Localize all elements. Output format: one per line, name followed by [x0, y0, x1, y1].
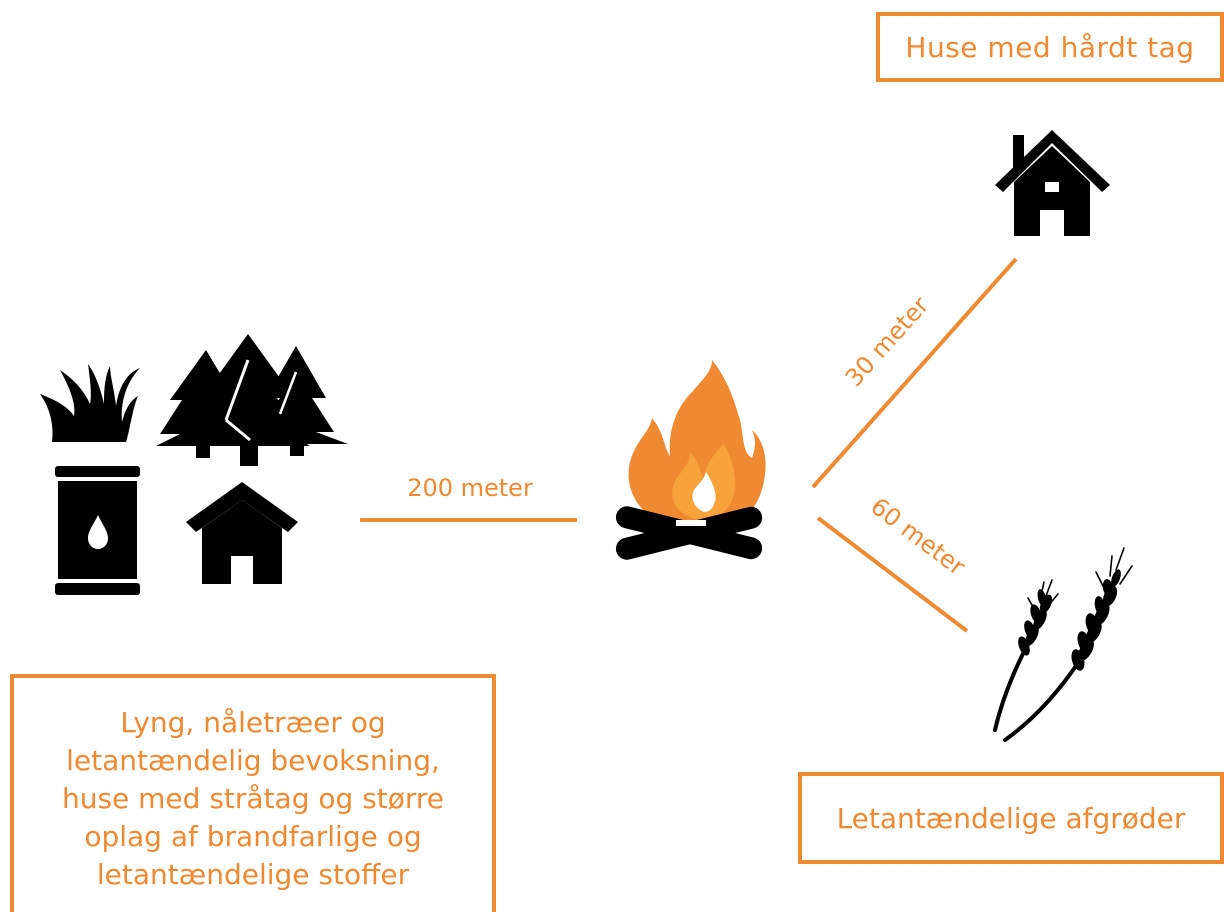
grass-icon — [40, 364, 140, 442]
wheat-ear-left — [1018, 589, 1053, 656]
house-body — [1014, 146, 1090, 236]
label-line: letantændelig bevoksning, — [66, 744, 440, 777]
label-box-flammable-crops: Letantændelige afgrøder — [798, 772, 1224, 864]
house-icon — [186, 482, 298, 584]
flame-core — [692, 472, 716, 512]
trunk-right — [290, 444, 304, 456]
pine-trees-icon — [156, 334, 348, 466]
oil-barrel-icon — [55, 466, 140, 595]
label-line: letantændelige stoffer — [96, 858, 410, 891]
label-flammable-crops: Letantændelige afgrøder — [836, 801, 1186, 835]
label-hard-roof: Huse med hårdt tag — [905, 30, 1195, 64]
label-box-hard-roof: Huse med hårdt tag — [876, 12, 1224, 82]
house-with-chimney-icon — [995, 130, 1110, 236]
label-flammable-vegetation: Lyng, nåletræer og letantændelig bevoksn… — [62, 704, 444, 894]
wheat-stem-right — [1003, 658, 1082, 742]
label-box-flammable-vegetation: Lyng, nåletræer og letantændelig bevoksn… — [10, 674, 496, 912]
pine-tree-center — [186, 334, 310, 446]
log-gap — [676, 520, 706, 526]
wheat-awns-right — [1095, 547, 1133, 589]
label-line: Lyng, nåletræer og — [120, 706, 386, 739]
drop-icon — [88, 515, 108, 549]
label-line: huse med stråtag og større — [61, 782, 445, 815]
roof — [995, 130, 1110, 192]
wheat-icon — [993, 547, 1133, 742]
wheat-ear-right — [1071, 569, 1121, 671]
label-line: oplag af brandfarlige og — [84, 820, 422, 853]
wheat-awns-left — [1027, 579, 1059, 613]
campfire-icon — [615, 360, 766, 560]
line-60m — [816, 516, 969, 633]
log-2 — [615, 506, 763, 560]
line-30m — [811, 257, 1018, 489]
distance-label-200m: 200 meter — [407, 474, 533, 502]
trunk-left — [196, 446, 210, 458]
trunk-center — [240, 446, 258, 466]
distance-label-30m: 30 meter — [840, 291, 935, 392]
